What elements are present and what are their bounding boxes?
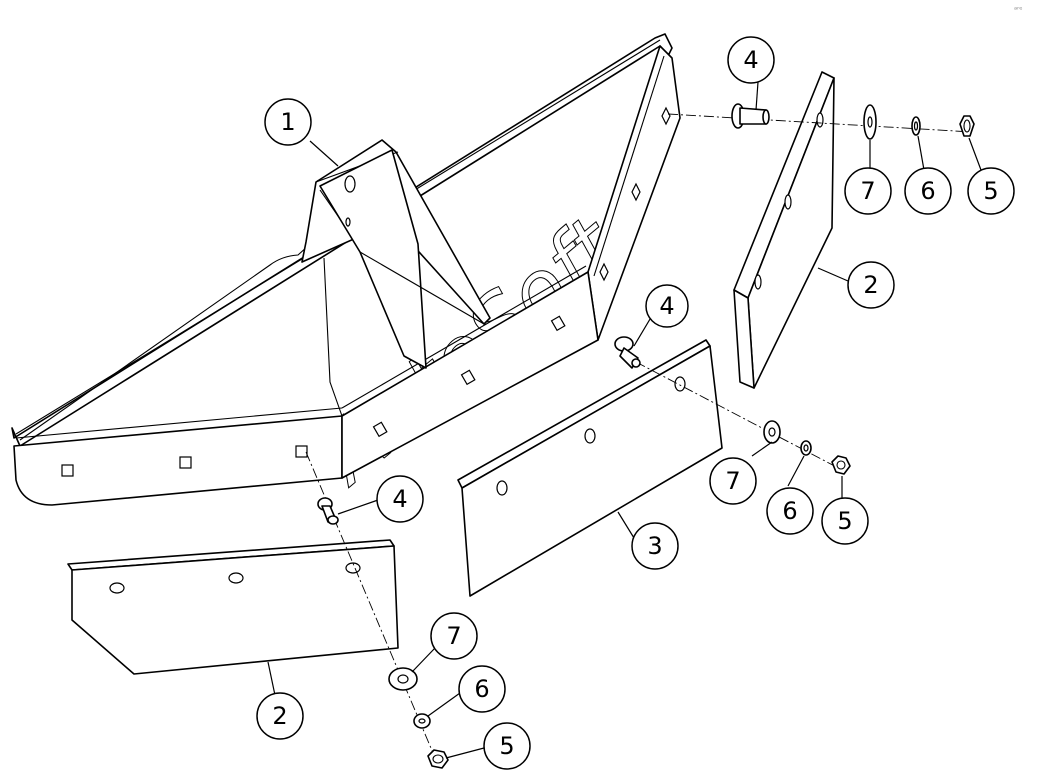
plate-hole (674, 376, 686, 392)
leader-line (968, 137, 982, 171)
svg-text:3: 3 (647, 532, 662, 560)
carriage-bolt-lower (317, 497, 339, 525)
slot (372, 421, 388, 438)
leader-line (917, 135, 925, 171)
callout-6-middle: 6 (766, 487, 814, 535)
svg-text:2: 2 (863, 271, 878, 299)
slot (599, 262, 609, 282)
svg-text:2: 2 (272, 702, 287, 730)
plate-hole (109, 582, 125, 594)
hex-nut-upper (959, 115, 975, 137)
callout-4-middle: 4 (645, 284, 689, 328)
side-wear-plate-upper (733, 71, 835, 389)
callout-7-upper: 7 (844, 167, 892, 215)
plate-hole (496, 480, 508, 496)
plate-hole (784, 194, 792, 210)
callout-4-lower: 4 (376, 475, 424, 523)
callout-6-upper: 6 (904, 167, 952, 215)
svg-text:6: 6 (920, 177, 935, 205)
plate-hole (584, 428, 596, 444)
callout-5-upper: 5 (967, 167, 1015, 215)
slot (661, 106, 671, 126)
slot (295, 445, 308, 458)
assembly-axis-upper (667, 113, 973, 133)
gusset-hole-small (345, 217, 351, 227)
callout-7-lower: 7 (430, 612, 478, 660)
svg-text:6: 6 (474, 675, 489, 703)
plate-hole (754, 274, 762, 290)
leader-line (617, 511, 635, 539)
svg-text:4: 4 (659, 292, 674, 320)
svg-text:7: 7 (446, 622, 461, 650)
carriage-bolt-upper (731, 103, 770, 129)
flat-washer-middle (763, 420, 781, 444)
hex-nut-middle (831, 455, 851, 475)
svg-text:5: 5 (837, 507, 852, 535)
flat-washer-lower (388, 667, 418, 691)
callout-2-lower: 2 (256, 692, 304, 740)
leader-line (445, 747, 485, 759)
frame-weldment (11, 33, 681, 506)
leader-line (309, 140, 339, 167)
assembly-axis-middle (635, 361, 847, 473)
lock-washer-lower (413, 713, 431, 729)
slot (179, 456, 192, 469)
svg-text:4: 4 (743, 46, 758, 74)
svg-text:5: 5 (499, 732, 514, 760)
leader-line (427, 692, 461, 717)
leader-line (411, 647, 436, 673)
lock-washer-upper (911, 116, 921, 136)
slot (61, 464, 74, 477)
leader-line (337, 499, 379, 515)
slot (631, 182, 641, 202)
callout-6-lower: 6 (458, 665, 506, 713)
lock-washer-middle (800, 440, 812, 456)
svg-text:6: 6 (782, 497, 797, 525)
leader-line (787, 455, 805, 487)
corner-mark: ᵃʳᵉ (1014, 5, 1023, 14)
leader-line (751, 441, 773, 457)
callout-2-upper: 2 (847, 261, 895, 309)
center-wear-plate (457, 339, 723, 597)
side-wear-plate-lower (67, 539, 399, 675)
gusset-hole (344, 175, 356, 193)
callout-5-lower: 5 (483, 722, 531, 770)
callout-5-middle: 5 (821, 497, 869, 545)
leader-line (817, 267, 849, 282)
svg-text:7: 7 (725, 467, 740, 495)
callout-1: 1 (264, 98, 312, 146)
svg-text:4: 4 (392, 485, 407, 513)
callout-3: 3 (631, 522, 679, 570)
hex-nut-lower (427, 749, 449, 769)
callout-4-upper: 4 (727, 36, 775, 84)
svg-text:1: 1 (280, 108, 295, 136)
slot (550, 315, 566, 332)
flat-washer-upper (863, 104, 877, 140)
carriage-bolt-middle (614, 336, 641, 369)
callout-7-middle: 7 (709, 457, 757, 505)
leader-line (755, 81, 759, 111)
svg-text:7: 7 (860, 177, 875, 205)
svg-text:5: 5 (983, 177, 998, 205)
plate-hole (816, 112, 824, 128)
plate-hole (228, 572, 244, 584)
slot (460, 369, 476, 386)
